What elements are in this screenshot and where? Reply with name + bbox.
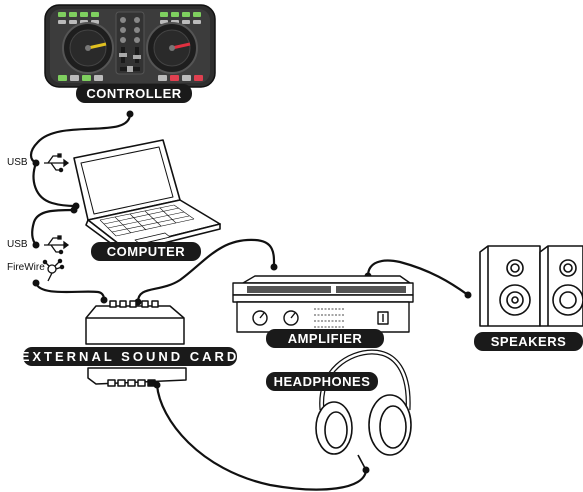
usb-label: USB	[7, 239, 28, 250]
dj-controller	[44, 4, 216, 88]
usb-icon	[44, 235, 70, 255]
cable-computer-usb2	[31, 208, 76, 247]
cable-soundcard-headphones	[155, 383, 368, 491]
label-external-sound-card: EXTERNAL SOUND CARD	[20, 347, 240, 366]
label-speakers: SPEAKERS	[474, 332, 583, 351]
label-amplifier: AMPLIFIER	[266, 329, 384, 348]
usb-label: USB	[7, 157, 28, 168]
amplifier	[232, 275, 414, 333]
label-controller: CONTROLLER	[76, 84, 192, 103]
cable-endpoints	[32, 110, 472, 474]
cable-soundcard-amplifier	[136, 238, 276, 304]
firewire-icon	[42, 258, 65, 282]
laptop-computer	[73, 139, 221, 254]
cable-controller-usb	[29, 112, 132, 165]
cable-firewire-soundcard	[34, 281, 106, 302]
external-sound-card	[85, 300, 187, 387]
mixer-section	[115, 11, 145, 75]
usb-icon	[44, 153, 70, 173]
label-headphones: HEADPHONES	[266, 372, 378, 391]
label-computer: COMPUTER	[91, 242, 201, 261]
left-jog-wheel	[62, 22, 114, 74]
cable-amplifier-speakers	[366, 259, 470, 297]
cable-usb-computer	[32, 161, 78, 208]
right-jog-wheel	[146, 22, 198, 74]
cables	[29, 112, 470, 491]
headphones	[315, 349, 412, 471]
speakers	[479, 245, 583, 327]
firewire-label: FireWire	[7, 262, 45, 273]
